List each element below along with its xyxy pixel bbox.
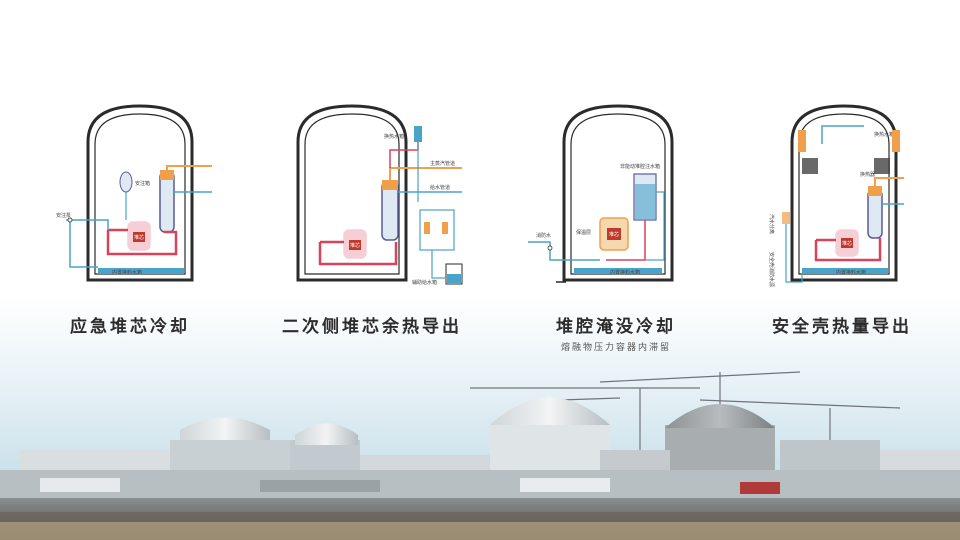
diagram-containment-heat-removal: 换热水箱 换热器 堆芯 内置换料水箱 汽水分离 bbox=[744, 92, 944, 292]
label-spray: 消防水 bbox=[536, 232, 551, 239]
label-core: 堆芯 bbox=[350, 242, 360, 249]
label-core: 堆芯 bbox=[842, 240, 852, 247]
caption-containment-heat-removal: 安全壳热量导出 bbox=[772, 317, 912, 337]
label-pump: 安注泵 bbox=[56, 212, 71, 219]
label-core: 堆芯 bbox=[609, 231, 619, 238]
subcaption-cavity-flooding: 熔融物压力容器内滞留 bbox=[560, 343, 671, 353]
diagram-cavity-flooding: 内置换料水箱 非能动堆腔注水箱 堆芯 保温层 消防水 bbox=[506, 92, 706, 292]
label-tank: 换热水箱 bbox=[384, 133, 404, 140]
label-water: 内置换料水箱 bbox=[610, 269, 640, 276]
label-core: 堆芯 bbox=[134, 234, 144, 241]
label-tank: 安注箱 bbox=[135, 180, 150, 187]
label-steam: 主蒸汽管道 bbox=[430, 160, 455, 167]
label-hx: 换热器 bbox=[860, 171, 875, 178]
label-aux: 辅助给水箱 bbox=[412, 279, 437, 286]
label-water: 内置换料水箱 bbox=[112, 269, 142, 276]
caption-secondary-heat-removal: 二次侧堆芯余热导出 bbox=[282, 317, 462, 337]
label-side2: 安全壳消防水源 bbox=[768, 252, 775, 287]
diagram-emergency-core-cooling: 内置换料水箱 安注箱 堆芯 安注泵 bbox=[40, 92, 240, 292]
label-tank: 非能动堆腔注水箱 bbox=[620, 163, 660, 170]
caption-cavity-flooding: 堆腔淹没冷却 bbox=[556, 317, 676, 337]
label-tank: 换热水箱 bbox=[874, 131, 894, 138]
label-feed: 给水管道 bbox=[430, 184, 450, 191]
label-side1: 汽水分离 bbox=[768, 214, 775, 234]
label-insul: 保温层 bbox=[576, 229, 591, 236]
label-water: 内置换料水箱 bbox=[836, 269, 866, 276]
caption-emergency-core-cooling: 应急堆芯冷却 bbox=[70, 317, 190, 337]
diagram-secondary-heat-removal: 换热水箱 堆芯 主蒸汽管道 给水管道 辅助给水箱 bbox=[272, 92, 472, 292]
